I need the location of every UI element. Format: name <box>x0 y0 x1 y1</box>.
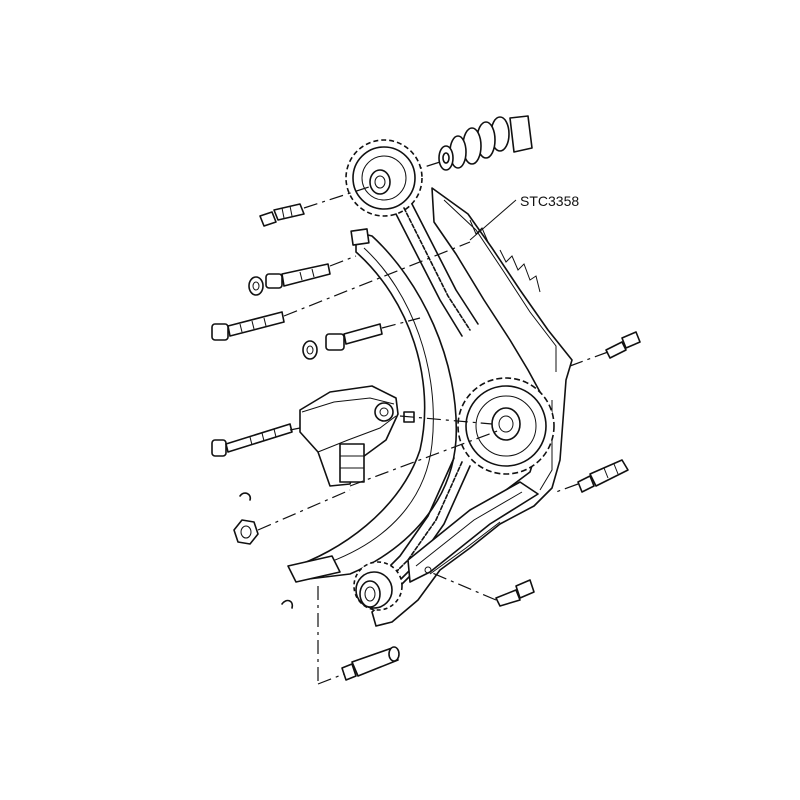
small-clip-upper <box>239 492 252 501</box>
small-clip-lower <box>281 599 294 609</box>
lower-chain-guide <box>407 481 539 583</box>
crank-drive-sprocket <box>457 377 555 475</box>
pivot-pin <box>317 586 400 685</box>
upper-cam-sprocket <box>345 139 423 217</box>
upper-timing-chain <box>395 203 479 337</box>
hex-nut <box>233 489 351 545</box>
centre-lines <box>289 415 501 487</box>
right-stud-upper <box>569 331 641 367</box>
callout-label: STC3358 <box>520 193 579 209</box>
upper-sprocket-bolt <box>259 185 373 227</box>
guide-bolt-upper <box>248 255 357 296</box>
guide-bolt-lower <box>302 317 421 360</box>
long-bolt-upper <box>211 241 471 341</box>
part-callout: STC3358 <box>469 193 579 241</box>
tensioner-long-bolt <box>211 423 293 457</box>
right-stud-lower <box>429 571 535 607</box>
right-stud-middle <box>555 459 629 493</box>
camshaft <box>395 115 533 177</box>
lower-sprocket <box>353 561 403 611</box>
chain-tensioner <box>299 385 415 487</box>
